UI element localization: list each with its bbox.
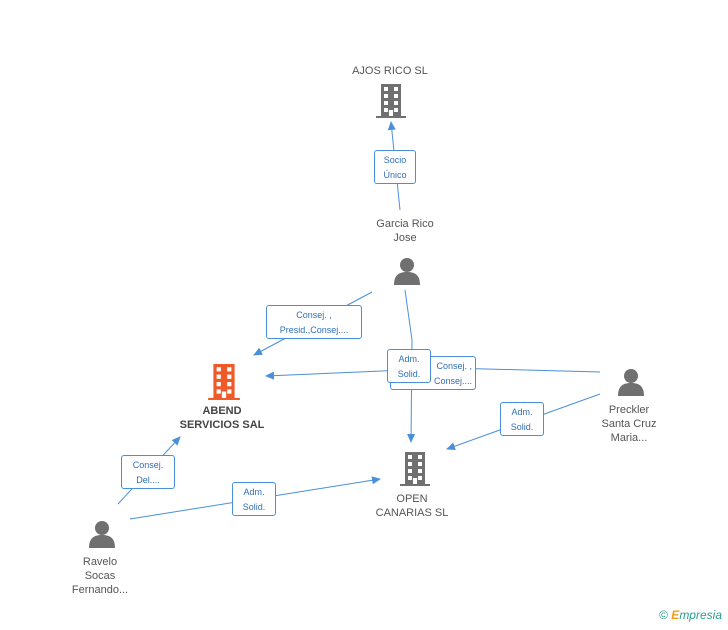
edge-label-line: Solid. xyxy=(242,502,266,512)
edge-label-line: Solid. xyxy=(397,369,421,379)
node-ravelo-name-2: Socas xyxy=(84,570,116,582)
edge-label-line: Consej.... xyxy=(433,376,472,386)
edge-label-line: Solid. xyxy=(510,422,534,432)
edge-label-socio-unico[interactable]: Socio Único xyxy=(374,150,416,184)
edge-label-adm-garcia[interactable]: Adm. Solid. xyxy=(387,349,431,383)
edge-label-line: Socio xyxy=(383,155,407,165)
person-icon xyxy=(394,258,420,285)
edge-label-line: Único xyxy=(383,170,407,180)
edge-garcia-open xyxy=(404,289,416,443)
node-preckler[interactable]: Preckler Santa Cruz Maria... xyxy=(584,403,674,445)
edge-label-line: Consej. , xyxy=(296,310,332,320)
node-preckler-name-3: Maria... xyxy=(610,432,648,444)
edge-label-line: Adm. xyxy=(511,407,533,417)
person-icon xyxy=(618,369,644,396)
node-ravelo[interactable]: Ravelo Socas Fernando... xyxy=(55,555,145,597)
edge-label-line: Consej. xyxy=(132,460,164,470)
copyright-icon: © xyxy=(659,608,668,622)
edge-label-line: Presid.,Consej.... xyxy=(279,325,349,335)
building-icon xyxy=(400,452,430,486)
building-icon xyxy=(376,84,406,118)
edge-label-adm-ravelo[interactable]: Adm. Solid. xyxy=(232,482,276,516)
node-preckler-name-2: Santa Cruz xyxy=(601,418,657,430)
node-garcia-name-1: Garcia Rico xyxy=(376,218,434,230)
node-abend-name-2: SERVICIOS SAL xyxy=(179,419,265,431)
edge-label-adm-preckler[interactable]: Adm. Solid. xyxy=(500,402,544,436)
edge-label-line: Adm. xyxy=(243,487,265,497)
edge-label-line: Del.... xyxy=(136,475,160,485)
node-ajos-rico-name: AJOS RICO SL xyxy=(352,65,428,77)
node-ravelo-name-3: Fernando... xyxy=(71,584,129,596)
node-open-name-1: OPEN xyxy=(396,493,428,505)
node-open-name-2: CANARIAS SL xyxy=(375,507,449,519)
building-focus-icon xyxy=(208,364,240,400)
node-ajos-rico[interactable]: AJOS RICO SL xyxy=(340,64,440,78)
node-garcia-name-2: Jose xyxy=(393,232,417,244)
node-garcia[interactable]: Garcia Rico Jose xyxy=(355,217,455,245)
node-abend-name-1: ABEND xyxy=(202,405,242,417)
node-abend[interactable]: ABEND SERVICIOS SAL xyxy=(162,404,282,432)
empresia-logo: Empresia xyxy=(671,608,722,622)
node-preckler-name-1: Preckler xyxy=(608,404,650,416)
copyright-footer: © Empresia xyxy=(659,608,722,622)
edge-label-consej-del[interactable]: Consej. Del.... xyxy=(121,455,175,489)
edge-label-line: Adm. xyxy=(398,354,420,364)
edge-label-consej-presid[interactable]: Consej. , Presid.,Consej.... xyxy=(266,305,362,339)
person-icon xyxy=(89,521,115,548)
node-ravelo-name-1: Ravelo xyxy=(82,556,118,568)
node-open-canarias[interactable]: OPEN CANARIAS SL xyxy=(352,492,472,520)
edge-label-line: Consej. , xyxy=(436,361,472,371)
